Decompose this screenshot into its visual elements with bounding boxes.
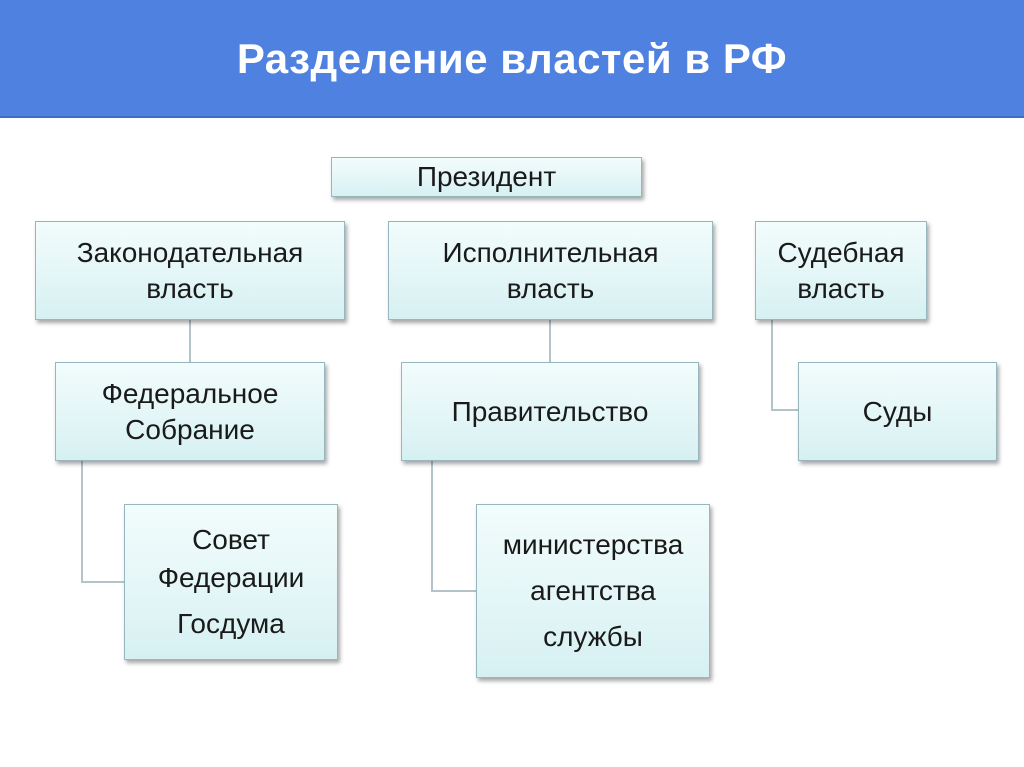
- president-box: Президент: [331, 157, 642, 197]
- legislative-branch-box: Законодательная власть: [35, 221, 345, 320]
- judicial-label-line1: Судебная: [777, 236, 905, 268]
- courts-box: Суды: [798, 362, 997, 461]
- slide-header: [0, 0, 1024, 118]
- judicial-label-line2: власть: [797, 272, 885, 304]
- government-box: Правительство: [401, 362, 699, 461]
- executive-label-line1: Исполнительная: [442, 236, 659, 268]
- chambers-line2: Федерации: [157, 562, 305, 593]
- federal-assembly-line2: Собрание: [125, 413, 255, 445]
- connector-government-bodies: [431, 461, 476, 592]
- chambers-line3: Госдума: [177, 608, 285, 639]
- federal-assembly-line1: Федеральное: [101, 377, 279, 409]
- executive-branch-box: Исполнительная власть: [388, 221, 713, 320]
- connector-judicial-courts: [771, 320, 798, 411]
- bodies-line1: министерства: [502, 529, 684, 560]
- judicial-branch-box: Судебная власть: [755, 221, 927, 320]
- executive-bodies-box: министерства агентства службы: [476, 504, 710, 678]
- bodies-line2: агентства: [530, 575, 656, 606]
- federal-chambers-box: Совет Федерации Госдума: [124, 504, 338, 660]
- government-label: Правительство: [451, 395, 649, 427]
- executive-label-line2: власть: [506, 272, 595, 304]
- chambers-line1: Совет: [192, 524, 270, 555]
- bodies-line3: службы: [543, 621, 643, 652]
- connector-assembly-chambers: [81, 461, 124, 583]
- legislative-label-line1: Законодательная: [76, 236, 304, 268]
- slide-title: Разделение властей в РФ: [236, 35, 788, 82]
- legislative-label-line2: власть: [146, 272, 234, 304]
- courts-label: Суды: [862, 395, 933, 427]
- president-label: Президент: [416, 161, 557, 192]
- federal-assembly-box: Федеральное Собрание: [55, 362, 325, 461]
